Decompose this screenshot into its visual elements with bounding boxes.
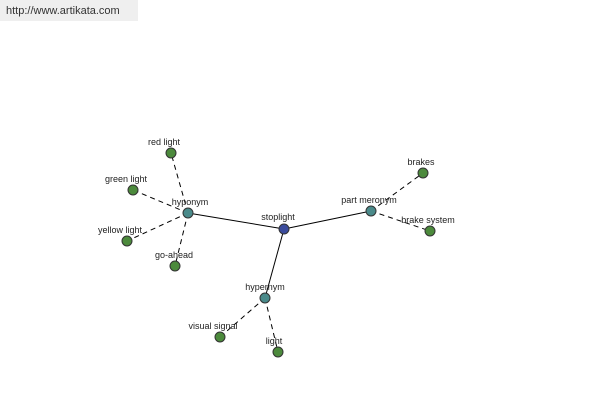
edge-hyponym-to-green-light — [132, 189, 189, 214]
edge-hyponym-to-go-ahead — [174, 212, 189, 267]
node-label-part-meronym[interactable]: part meronym — [341, 195, 397, 205]
label-layer: stoplight hyponym part meronym hypernym red … — [98, 137, 455, 346]
node-label-go-ahead[interactable]: go-ahead — [155, 250, 193, 260]
edge-stoplight-to-hypernym — [264, 228, 285, 299]
node-label-red-light[interactable]: red light — [148, 137, 181, 147]
node-hypernym[interactable] — [259, 292, 271, 304]
edge-layer — [126, 152, 431, 353]
edge-stoplight-to-part-meronym — [283, 210, 372, 230]
node-label-visual-signal[interactable]: visual signal — [188, 321, 237, 331]
node-green-light[interactable] — [127, 184, 139, 196]
node-go-ahead[interactable] — [169, 260, 181, 272]
node-layer — [121, 147, 436, 358]
node-label-light[interactable]: light — [266, 336, 283, 346]
edge-part-meronym-to-brakes — [370, 172, 424, 212]
node-visual-signal[interactable] — [214, 331, 226, 343]
node-brakes[interactable] — [417, 167, 429, 179]
node-stoplight[interactable] — [278, 223, 290, 235]
node-label-brakes[interactable]: brakes — [407, 157, 435, 167]
node-label-stoplight[interactable]: stoplight — [261, 212, 295, 222]
edge-stoplight-to-hyponym — [187, 212, 285, 230]
node-label-yellow-light[interactable]: yellow light — [98, 225, 143, 235]
node-hyponym[interactable] — [182, 207, 194, 219]
node-label-hyponym[interactable]: hyponym — [172, 197, 209, 207]
edge-hypernym-to-light — [264, 297, 279, 353]
node-label-hypernym[interactable]: hypernym — [245, 282, 285, 292]
node-red-light[interactable] — [165, 147, 177, 159]
edge-hyponym-to-yellow-light — [126, 212, 189, 242]
node-label-green-light[interactable]: green light — [105, 174, 148, 184]
node-label-brake-system[interactable]: brake system — [401, 215, 455, 225]
node-part-meronym[interactable] — [365, 205, 377, 217]
node-brake-system[interactable] — [424, 225, 436, 237]
edge-hypernym-to-visual-signal — [219, 297, 266, 338]
url-label[interactable]: http://www.artikata.com — [0, 0, 138, 21]
edge-hyponym-to-red-light — [170, 152, 189, 214]
node-light[interactable] — [272, 346, 284, 358]
node-yellow-light[interactable] — [121, 235, 133, 247]
edge-part-meronym-to-brake-system — [370, 210, 431, 232]
